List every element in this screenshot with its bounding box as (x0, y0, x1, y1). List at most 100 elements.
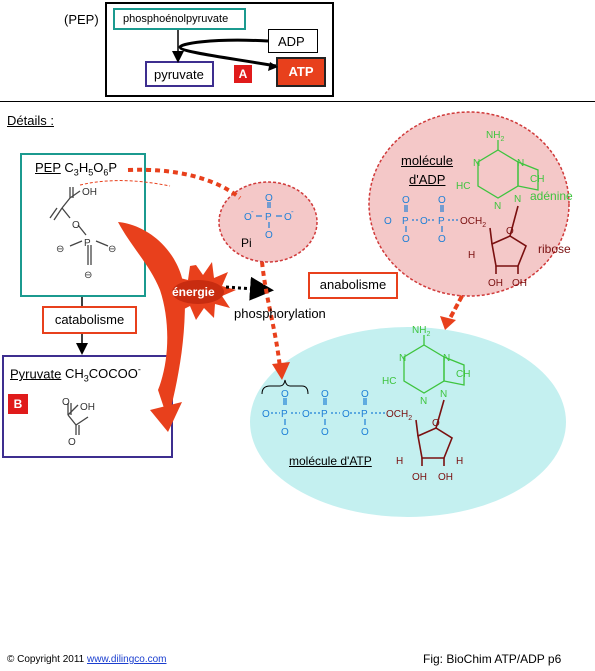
pep-minus-right: ⊖ (108, 244, 116, 255)
atp-h2: H (456, 456, 463, 467)
pi-o-top: O (265, 193, 273, 204)
adp-title-line1: molécule (401, 153, 454, 168)
adp-o2: O (420, 216, 428, 227)
pi-o-bottom: O (265, 230, 273, 241)
footer-copyright: © Copyright 2011 www.dilingco.com (7, 654, 167, 665)
badge-b-label: B (13, 397, 23, 411)
pep-oh-text: OH (82, 187, 97, 198)
pyruvate-title: Pyruvate CH3COCOO- (10, 365, 141, 384)
atp-ribose-o: O (432, 418, 440, 429)
pyruvate-o2-text: O (68, 437, 76, 448)
adenine-label: adénine (530, 189, 573, 203)
pep-box-label: PEP (35, 160, 61, 175)
adp-hc: HC (456, 181, 470, 192)
atp-p2: P (321, 409, 328, 420)
adp-o4: O (438, 195, 446, 206)
pep-structure: OH O P ⊖ ⊖ ⊖ (49, 187, 116, 281)
atp-hc: HC (382, 376, 396, 387)
badge-a: A (234, 65, 252, 83)
atp-och2: OCH2 (386, 409, 412, 422)
atp-o2: O (302, 409, 310, 420)
atp-o8: O (321, 427, 329, 438)
pep-p-text: P (84, 238, 91, 249)
adp-nh2: NH2 (486, 130, 504, 143)
pi-to-atp-dashed (260, 261, 282, 369)
pyruvate-box-top: pyruvate (145, 61, 214, 87)
anabolisme-label: anabolisme (319, 277, 387, 292)
adp-oh2: OH (512, 278, 527, 289)
atp-o1: O (262, 409, 270, 420)
pep-o-text: O (72, 220, 80, 231)
adp-o6: O (438, 234, 446, 245)
pep-name-label: phosphoénolpyruvate (123, 13, 229, 25)
pep-to-pi-dashed (127, 167, 242, 200)
atp-p3: P (361, 409, 368, 420)
adp-n2: N (494, 201, 501, 212)
ribose-label: ribose (538, 242, 571, 256)
details-heading: Détails : (7, 113, 54, 128)
adp-to-atp-arrow (446, 295, 464, 323)
adp-o3: O (402, 195, 410, 206)
pyruvate-formula: CH3COCOO- (64, 365, 141, 384)
anabolisme-box: anabolisme (308, 272, 398, 299)
pep-name-box: phosphoénolpyruvate (113, 8, 246, 30)
atp-o9: O (361, 427, 369, 438)
adp-ribose-o: O (506, 226, 514, 237)
pep-thin-dashed (79, 180, 171, 187)
adp-och2: OCH2 (460, 216, 486, 229)
adp-title-line2: d'ADP (409, 172, 446, 187)
atp-molecule-title: molécule d'ATP (289, 454, 372, 468)
atp-label-top: ATP (288, 64, 314, 79)
top-arrows (172, 30, 278, 71)
atp-oh1: OH (412, 472, 427, 483)
catabolisme-label: catabolisme (54, 312, 125, 327)
atp-h1: H (396, 456, 403, 467)
atp-o5: O (321, 389, 329, 400)
pi-p: P (265, 212, 272, 223)
pyruvate-box (2, 355, 173, 458)
badge-a-label: A (238, 67, 248, 81)
adp-n4: N (514, 194, 521, 205)
pyruvate-oh-text: OH (80, 402, 95, 413)
curved-arrow-icon (118, 222, 185, 420)
adp-n3: N (517, 158, 524, 169)
pi-charge-right: - (291, 207, 294, 216)
pep-formula: C3H5O6P (64, 160, 118, 178)
atp-ellipse (250, 327, 566, 517)
atp-o6: O (361, 389, 369, 400)
atp-n1: N (399, 353, 406, 364)
phosphorylation-label: phosphorylation (234, 306, 326, 321)
energie-label: énergie (172, 285, 215, 299)
pyruvate-o1-text: O (62, 397, 70, 408)
atp-o4: O (281, 389, 289, 400)
atp-ch: CH (456, 369, 470, 380)
catabolisme-box: catabolisme (42, 306, 137, 334)
pep-minus-left: ⊖ (56, 244, 64, 255)
adp-h1: H (468, 250, 475, 261)
adp-p2: P (438, 216, 445, 227)
pep-minus-bottom: ⊖ (84, 270, 92, 281)
copyright-text: © Copyright 2011 (7, 654, 85, 665)
adp-to-atp-curve (178, 38, 277, 68)
adp-label: ADP (278, 34, 305, 49)
footer-link[interactable]: www.dilingco.com (87, 654, 167, 665)
atp-o3: O (342, 409, 350, 420)
pi-o-left: O (244, 212, 252, 223)
adp-n1: N (473, 158, 480, 169)
separator-line (0, 101, 595, 102)
footer-fig-label: Fig: BioChim ATP/ADP p6 (423, 652, 562, 666)
adp-ellipse (368, 111, 570, 297)
pi-charge-left: - (251, 207, 254, 216)
pep-box-title: PEP C3H5O6P (35, 160, 117, 178)
badge-b: B (8, 394, 28, 414)
atp-badge-top: ATP (276, 57, 326, 87)
pyruvate-label-top: pyruvate (154, 67, 204, 82)
pi-label: Pi (241, 236, 252, 250)
pyruvate-box-label: Pyruvate (10, 366, 62, 382)
pi-ellipse (218, 181, 318, 263)
